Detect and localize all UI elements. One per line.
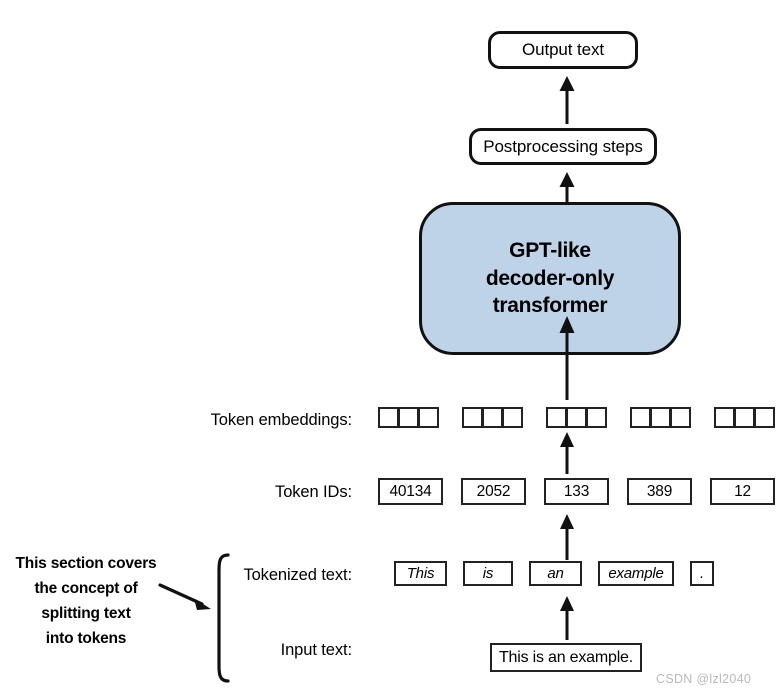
annotation-line-1: This section covers	[15, 555, 157, 572]
arrow-transformer-to-postprocessing	[556, 172, 578, 206]
embedding-cell	[462, 407, 483, 428]
token-embedding-group	[714, 407, 775, 428]
output-text-label: Output text	[521, 40, 605, 59]
postprocessing-label: Postprocessing steps	[483, 136, 643, 156]
transformer-block: GPT-like decoder-only transformer	[419, 202, 681, 355]
token-box: is	[463, 561, 513, 586]
transformer-line-1: GPT-like	[509, 238, 591, 262]
embedding-cell	[502, 407, 523, 428]
row-label-token-embeddings: Token embeddings:	[210, 411, 353, 429]
embedding-cell	[418, 407, 439, 428]
annotation-line-3: splitting text	[41, 605, 131, 623]
token-embedding-group	[378, 407, 439, 428]
token-embedding-group	[462, 407, 523, 428]
output-text-block: Output text	[488, 31, 638, 69]
annotation-line-2: the concept of	[34, 580, 138, 598]
embedding-cell	[566, 407, 587, 428]
row-label-token-ids: Token IDs:	[275, 483, 352, 501]
embedding-cell	[650, 407, 671, 428]
embedding-cell	[482, 407, 503, 428]
embedding-cell	[670, 407, 691, 428]
arrow-postprocessing-to-output	[556, 76, 578, 124]
embedding-cell	[714, 407, 735, 428]
embedding-cell	[378, 407, 399, 428]
input-text-value: This is an example.	[498, 648, 634, 666]
token-box: example	[598, 561, 674, 586]
token-id-box: 389	[627, 478, 692, 505]
token-ids-row: 40134 2052 133 389 12	[378, 478, 775, 505]
arrow-embeddings-to-transformer	[556, 316, 578, 400]
watermark-label: CSDN @lzl2040	[656, 672, 752, 686]
transformer-line-2: decoder-only	[485, 266, 615, 290]
annotation-line-4: into tokens	[45, 630, 127, 648]
token-id-box: 40134	[378, 478, 443, 505]
grouping-brace-icon	[212, 552, 234, 689]
token-box: an	[529, 561, 582, 586]
embedding-cell	[546, 407, 567, 428]
annotation-arrow-icon	[158, 578, 216, 623]
arrow-input-to-tokenized	[556, 596, 578, 640]
tokenized-text-row: This is an example .	[394, 561, 714, 586]
token-id-box: 133	[544, 478, 609, 505]
transformer-line-3: transformer	[492, 294, 608, 318]
embedding-cell	[754, 407, 775, 428]
token-embedding-group	[546, 407, 607, 428]
row-label-tokenized-text: Tokenized text:	[243, 566, 352, 584]
embedding-cell	[734, 407, 755, 428]
row-label-input-text: Input text:	[280, 641, 352, 659]
token-embeddings-row	[378, 407, 775, 428]
token-id-box: 2052	[461, 478, 526, 505]
section-annotation: This section covers the concept of split…	[8, 551, 164, 651]
arrow-token-ids-to-embeddings	[556, 432, 578, 474]
embedding-cell	[630, 407, 651, 428]
input-text-box: This is an example.	[490, 643, 642, 672]
postprocessing-block: Postprocessing steps	[469, 128, 657, 165]
token-box: .	[690, 561, 714, 586]
token-box: This	[394, 561, 447, 586]
token-id-box: 12	[710, 478, 775, 505]
embedding-cell	[398, 407, 419, 428]
embedding-cell	[586, 407, 607, 428]
token-embedding-group	[630, 407, 691, 428]
arrow-tokenized-to-token-ids	[556, 514, 578, 560]
